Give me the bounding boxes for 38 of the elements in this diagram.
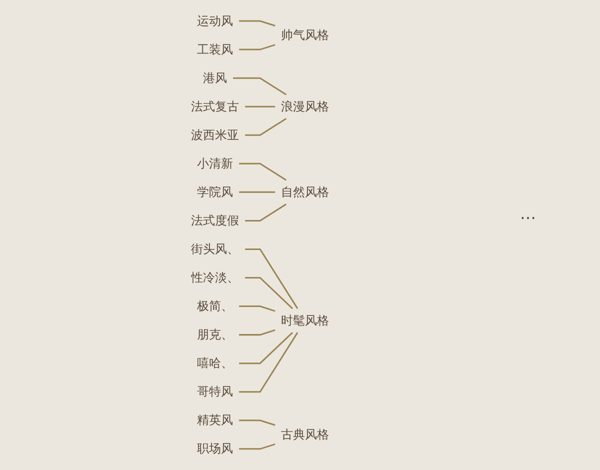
connector bbox=[238, 332, 298, 393]
node-text: 浪漫风格 bbox=[281, 99, 330, 114]
node-text: 精英风 bbox=[196, 412, 233, 428]
node-text: 法式复古 bbox=[190, 99, 239, 114]
connector bbox=[238, 443, 276, 450]
node-text: 街头风、 bbox=[190, 242, 239, 256]
node-text: 学院风 bbox=[196, 184, 233, 199]
connector bbox=[244, 204, 286, 222]
node-text: 哥特风 bbox=[196, 384, 233, 399]
ellipsis-text: … bbox=[520, 204, 537, 223]
node-text: 职场风 bbox=[196, 441, 233, 456]
connector bbox=[232, 77, 286, 96]
node-text: 古典风格 bbox=[281, 427, 330, 442]
connector bbox=[238, 44, 276, 50]
node-text: 时髦风格 bbox=[281, 313, 330, 328]
node-text: 朋克、 bbox=[196, 327, 233, 342]
connector bbox=[238, 191, 276, 193]
connector bbox=[244, 118, 286, 136]
connector bbox=[244, 106, 276, 108]
node-text: 港风 bbox=[202, 70, 227, 85]
node-text: 帅气风格 bbox=[281, 28, 330, 42]
connector bbox=[238, 306, 276, 312]
node-text: 法式度假 bbox=[190, 213, 239, 228]
node-text: 嘻哈、 bbox=[196, 356, 233, 370]
node-text: 工装风 bbox=[196, 42, 233, 56]
node-text: 极简、 bbox=[196, 298, 233, 314]
connector bbox=[238, 420, 276, 426]
node-text: 自然风格 bbox=[281, 184, 330, 199]
connector bbox=[238, 162, 286, 181]
connector bbox=[244, 248, 298, 309]
node-text: 性冷淡、 bbox=[190, 270, 239, 285]
connector bbox=[238, 329, 276, 336]
node-text: 运动风 bbox=[196, 14, 233, 28]
connector bbox=[238, 332, 293, 364]
connector bbox=[244, 277, 293, 310]
node-text: 小清新 bbox=[196, 156, 233, 170]
node-text: 波西米亚 bbox=[190, 128, 239, 142]
connector bbox=[238, 20, 276, 27]
